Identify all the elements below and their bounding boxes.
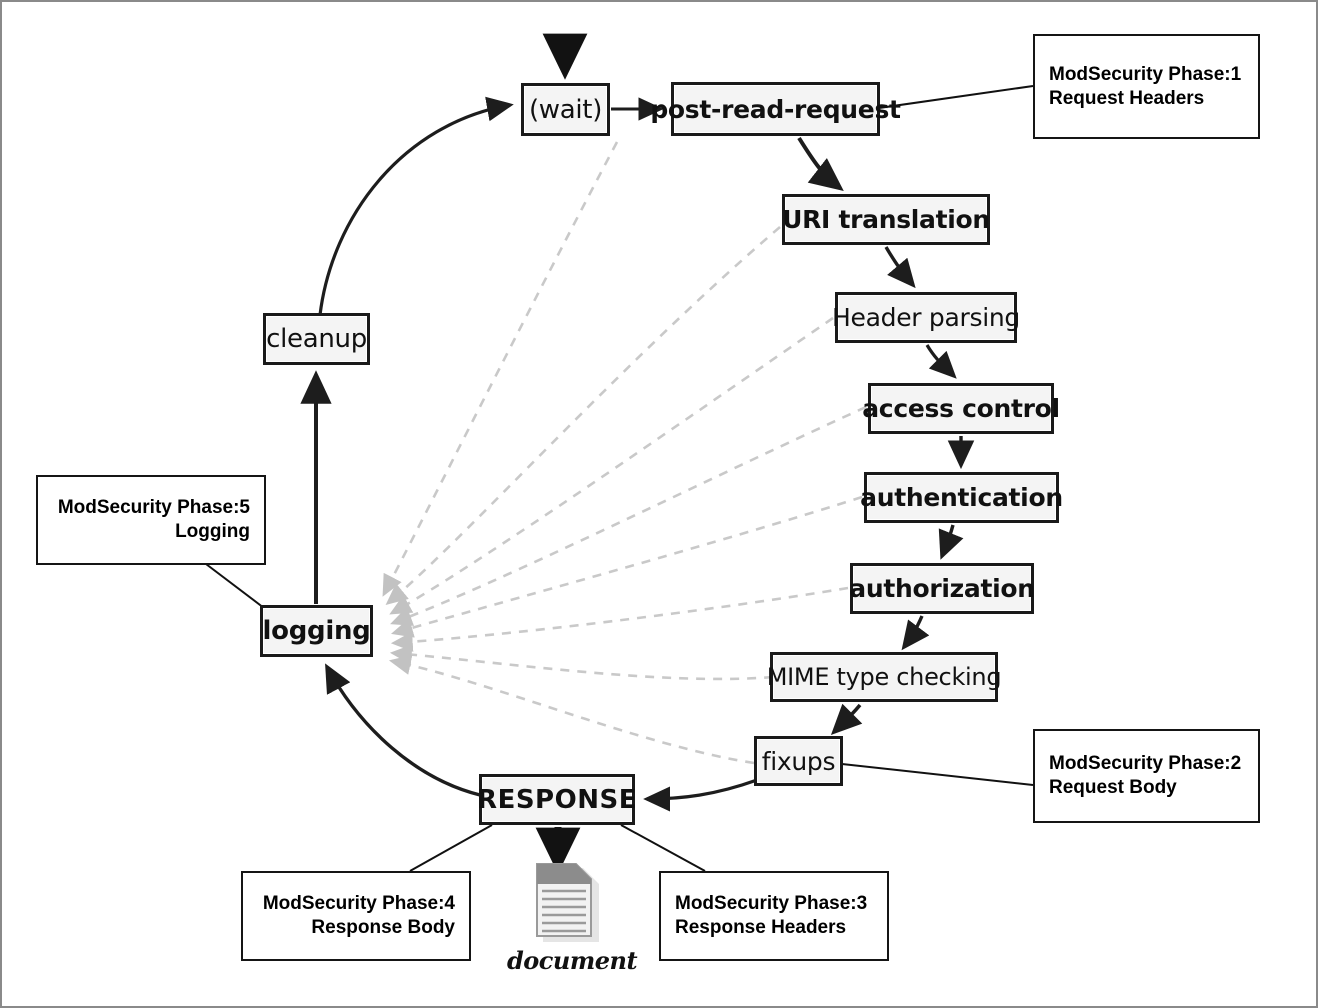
dashed-edge-header-parsing-to-logging (389, 316, 834, 615)
note-phase2: ModSecurity Phase:2 Request Body (1033, 729, 1260, 823)
edge-post-read-request-to-uri-translation (797, 136, 844, 191)
note-phase1-line2: Request Headers (1049, 87, 1205, 109)
note-phase1: ModSecurity Phase:1 Request Headers (1033, 34, 1260, 139)
leader-line-phase1 (878, 85, 1034, 109)
node-post-read-request[interactable]: post-read-request (650, 82, 901, 136)
node-header-parsing-label: Header parsing (832, 303, 1020, 332)
note-phase3-line2: Response Headers (675, 917, 847, 938)
note-phase5: ModSecurity Phase:5 Logging (36, 475, 266, 565)
node-fixups[interactable]: fixups (754, 736, 843, 786)
edge-mime-type-checking-to-fixups (830, 703, 863, 736)
note-phase3: ModSecurity Phase:3 Response Headers (659, 871, 889, 961)
node-cleanup-label: cleanup (266, 324, 367, 354)
dashed-edge-mime-type-checking-to-logging (389, 644, 774, 681)
dashed-edge-authentication-to-logging (391, 495, 863, 638)
edge-header-parsing-to-access-control (925, 344, 957, 379)
node-authentication[interactable]: authentication (860, 472, 1063, 523)
leader-line-phase3 (620, 824, 706, 872)
dashed-edge-fixups-to-logging (388, 654, 755, 765)
node-wait-label: (wait) (528, 94, 603, 125)
note-phase2-line2: Request Body (1049, 777, 1177, 798)
edge-authorization-to-mime-type-checking (901, 615, 930, 651)
node-authentication-label: authentication (860, 483, 1063, 512)
node-access-control-label: access control (862, 394, 1060, 423)
leader-line-phase5 (205, 563, 265, 609)
node-logging[interactable]: logging (260, 605, 373, 657)
node-cleanup[interactable]: cleanup (263, 313, 370, 365)
leader-line-phase4 (409, 824, 493, 872)
note-phase2-line1: ModSecurity Phase:2 (1049, 753, 1242, 775)
note-phase3-line1: ModSecurity Phase:3 (675, 893, 868, 915)
node-uri-translation[interactable]: URI translation (782, 194, 990, 245)
dashed-edge-authorization-to-logging (390, 586, 849, 652)
node-uri-translation-label: URI translation (782, 205, 990, 234)
dashed-edge-uri-translation-to-logging (385, 226, 781, 605)
document-output: document (507, 860, 638, 975)
note-phase4-line2: Response Body (311, 917, 455, 938)
note-phase5-line1: ModSecurity Phase:5 (57, 497, 250, 519)
document-page-icon (536, 863, 599, 942)
note-phase5-line2: Logging (175, 521, 250, 542)
note-phase4: ModSecurity Phase:4 Response Body (241, 871, 471, 961)
node-response[interactable]: RESPONSE (477, 774, 637, 825)
node-logging-label: logging (262, 616, 371, 646)
edge-uri-translation-to-header-parsing (884, 246, 916, 289)
note-phase1-line1: ModSecurity Phase:1 (1049, 63, 1242, 85)
note-phase4-line1: ModSecurity Phase:4 (262, 893, 455, 915)
node-authorization[interactable]: authorization (849, 563, 1035, 614)
node-access-control[interactable]: access control (862, 383, 1060, 434)
document-caption: document (507, 946, 638, 975)
node-wait[interactable]: (wait) (521, 83, 610, 136)
dashed-edge-post-read-request-to-logging (382, 141, 619, 597)
node-post-read-request-label: post-read-request (650, 94, 901, 124)
edge-response-to-logging (325, 663, 481, 797)
edge-fixups-to-response (643, 778, 758, 812)
dashed-edge-access-control-to-logging (390, 405, 867, 626)
node-response-label: RESPONSE (477, 784, 637, 815)
node-authorization-label: authorization (849, 574, 1035, 603)
node-fixups-label: fixups (761, 746, 836, 776)
node-mime-type-checking-label: MIME type checking (766, 663, 1002, 691)
node-header-parsing[interactable]: Header parsing (832, 292, 1020, 343)
leader-line-phase2 (841, 763, 1034, 786)
node-mime-type-checking[interactable]: MIME type checking (767, 652, 1002, 702)
edge-cleanup-to-wait (318, 96, 514, 316)
edge-authentication-to-authorization (938, 524, 964, 560)
